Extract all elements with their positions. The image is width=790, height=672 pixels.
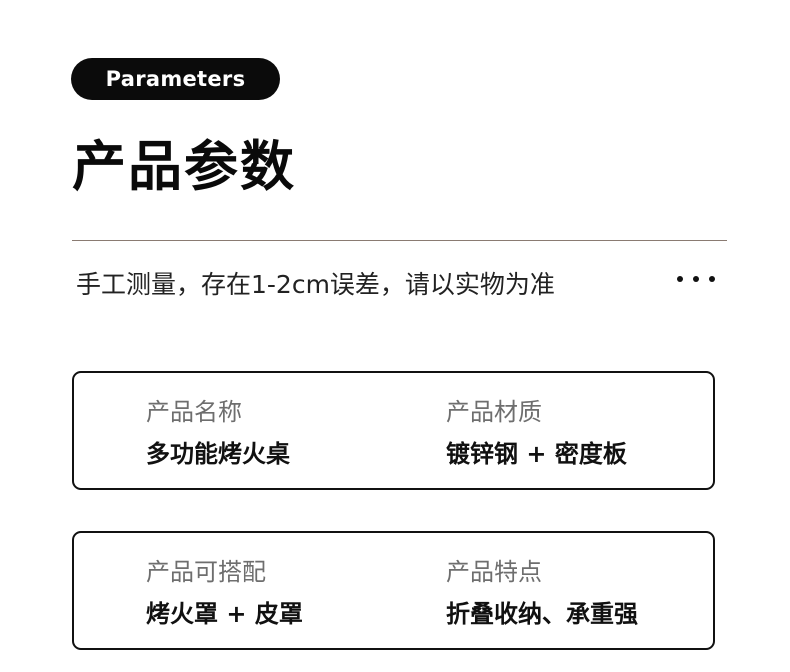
param-card-2: 产品可搭配 烤火罩 + 皮罩 产品特点 折叠收纳、承重强 [72,531,715,650]
measurement-note: 手工测量，存在1-2cm误差，请以实物为准 [76,270,555,299]
param-label: 产品材质 [446,398,542,426]
divider [72,240,727,241]
param-value: 烤火罩 + 皮罩 [146,600,303,628]
param-features: 产品特点 折叠收纳、承重强 [446,555,638,631]
param-label: 产品可搭配 [146,558,266,586]
param-value: 镀锌钢 + 密度板 [446,440,627,468]
parameters-badge-label: Parameters [105,67,246,91]
param-label: 产品特点 [446,558,542,586]
param-card-1: 产品名称 多功能烤火桌 产品材质 镀锌钢 + 密度板 [72,371,715,490]
param-accessories: 产品可搭配 烤火罩 + 皮罩 [146,555,303,631]
param-value: 多功能烤火桌 [146,440,290,468]
page-title: 产品参数 [72,135,296,198]
more-dots-icon [677,276,715,282]
parameters-badge: Parameters [71,58,280,100]
param-value: 折叠收纳、承重强 [446,600,638,628]
param-name: 产品名称 多功能烤火桌 [146,395,290,471]
param-material: 产品材质 镀锌钢 + 密度板 [446,395,627,471]
param-label: 产品名称 [146,398,242,426]
